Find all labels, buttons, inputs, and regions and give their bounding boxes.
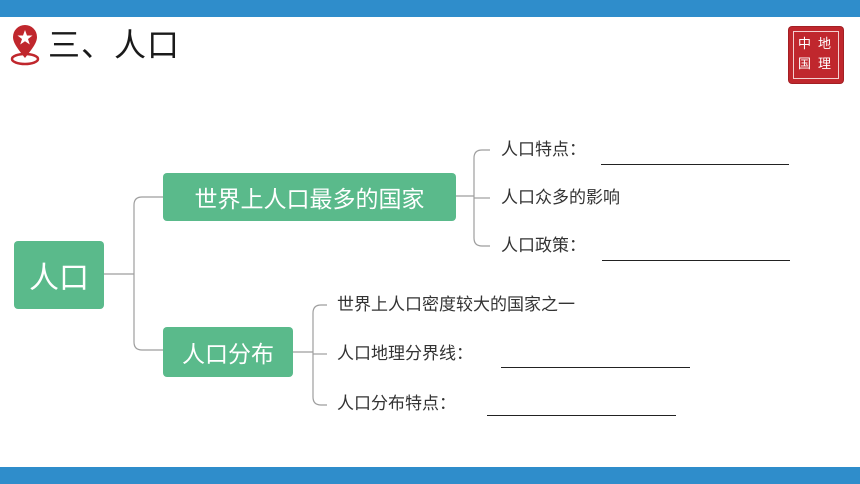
page-title: 三、人口	[48, 26, 181, 64]
mindmap-leaf: 人口分布特点：	[337, 394, 456, 414]
seal-logo: 中 地 国 理	[789, 27, 843, 83]
seal-char: 地	[818, 37, 832, 52]
answer-blank	[487, 415, 676, 416]
mindmap-leaf: 人口众多的影响	[501, 188, 620, 208]
location-pin-icon	[10, 25, 40, 66]
answer-blank	[501, 367, 690, 368]
header-bar	[0, 0, 860, 17]
mindmap-leaf: 人口地理分界线：	[337, 344, 473, 364]
mindmap-leaf: 人口特点：	[501, 140, 586, 160]
mindmap-branch-node: 人口分布	[163, 327, 293, 377]
answer-blank	[601, 164, 789, 165]
mindmap-leaf: 人口政策：	[501, 236, 586, 256]
mindmap-branch-node: 世界上人口最多的国家	[163, 173, 456, 221]
footer-bar	[0, 467, 860, 484]
seal-char: 国	[798, 57, 812, 72]
answer-blank	[602, 260, 790, 261]
mindmap-leaf: 世界上人口密度较大的国家之一	[337, 295, 575, 315]
seal-char: 理	[818, 57, 832, 72]
seal-char: 中	[798, 37, 812, 52]
mindmap-root-node: 人口	[14, 241, 104, 309]
